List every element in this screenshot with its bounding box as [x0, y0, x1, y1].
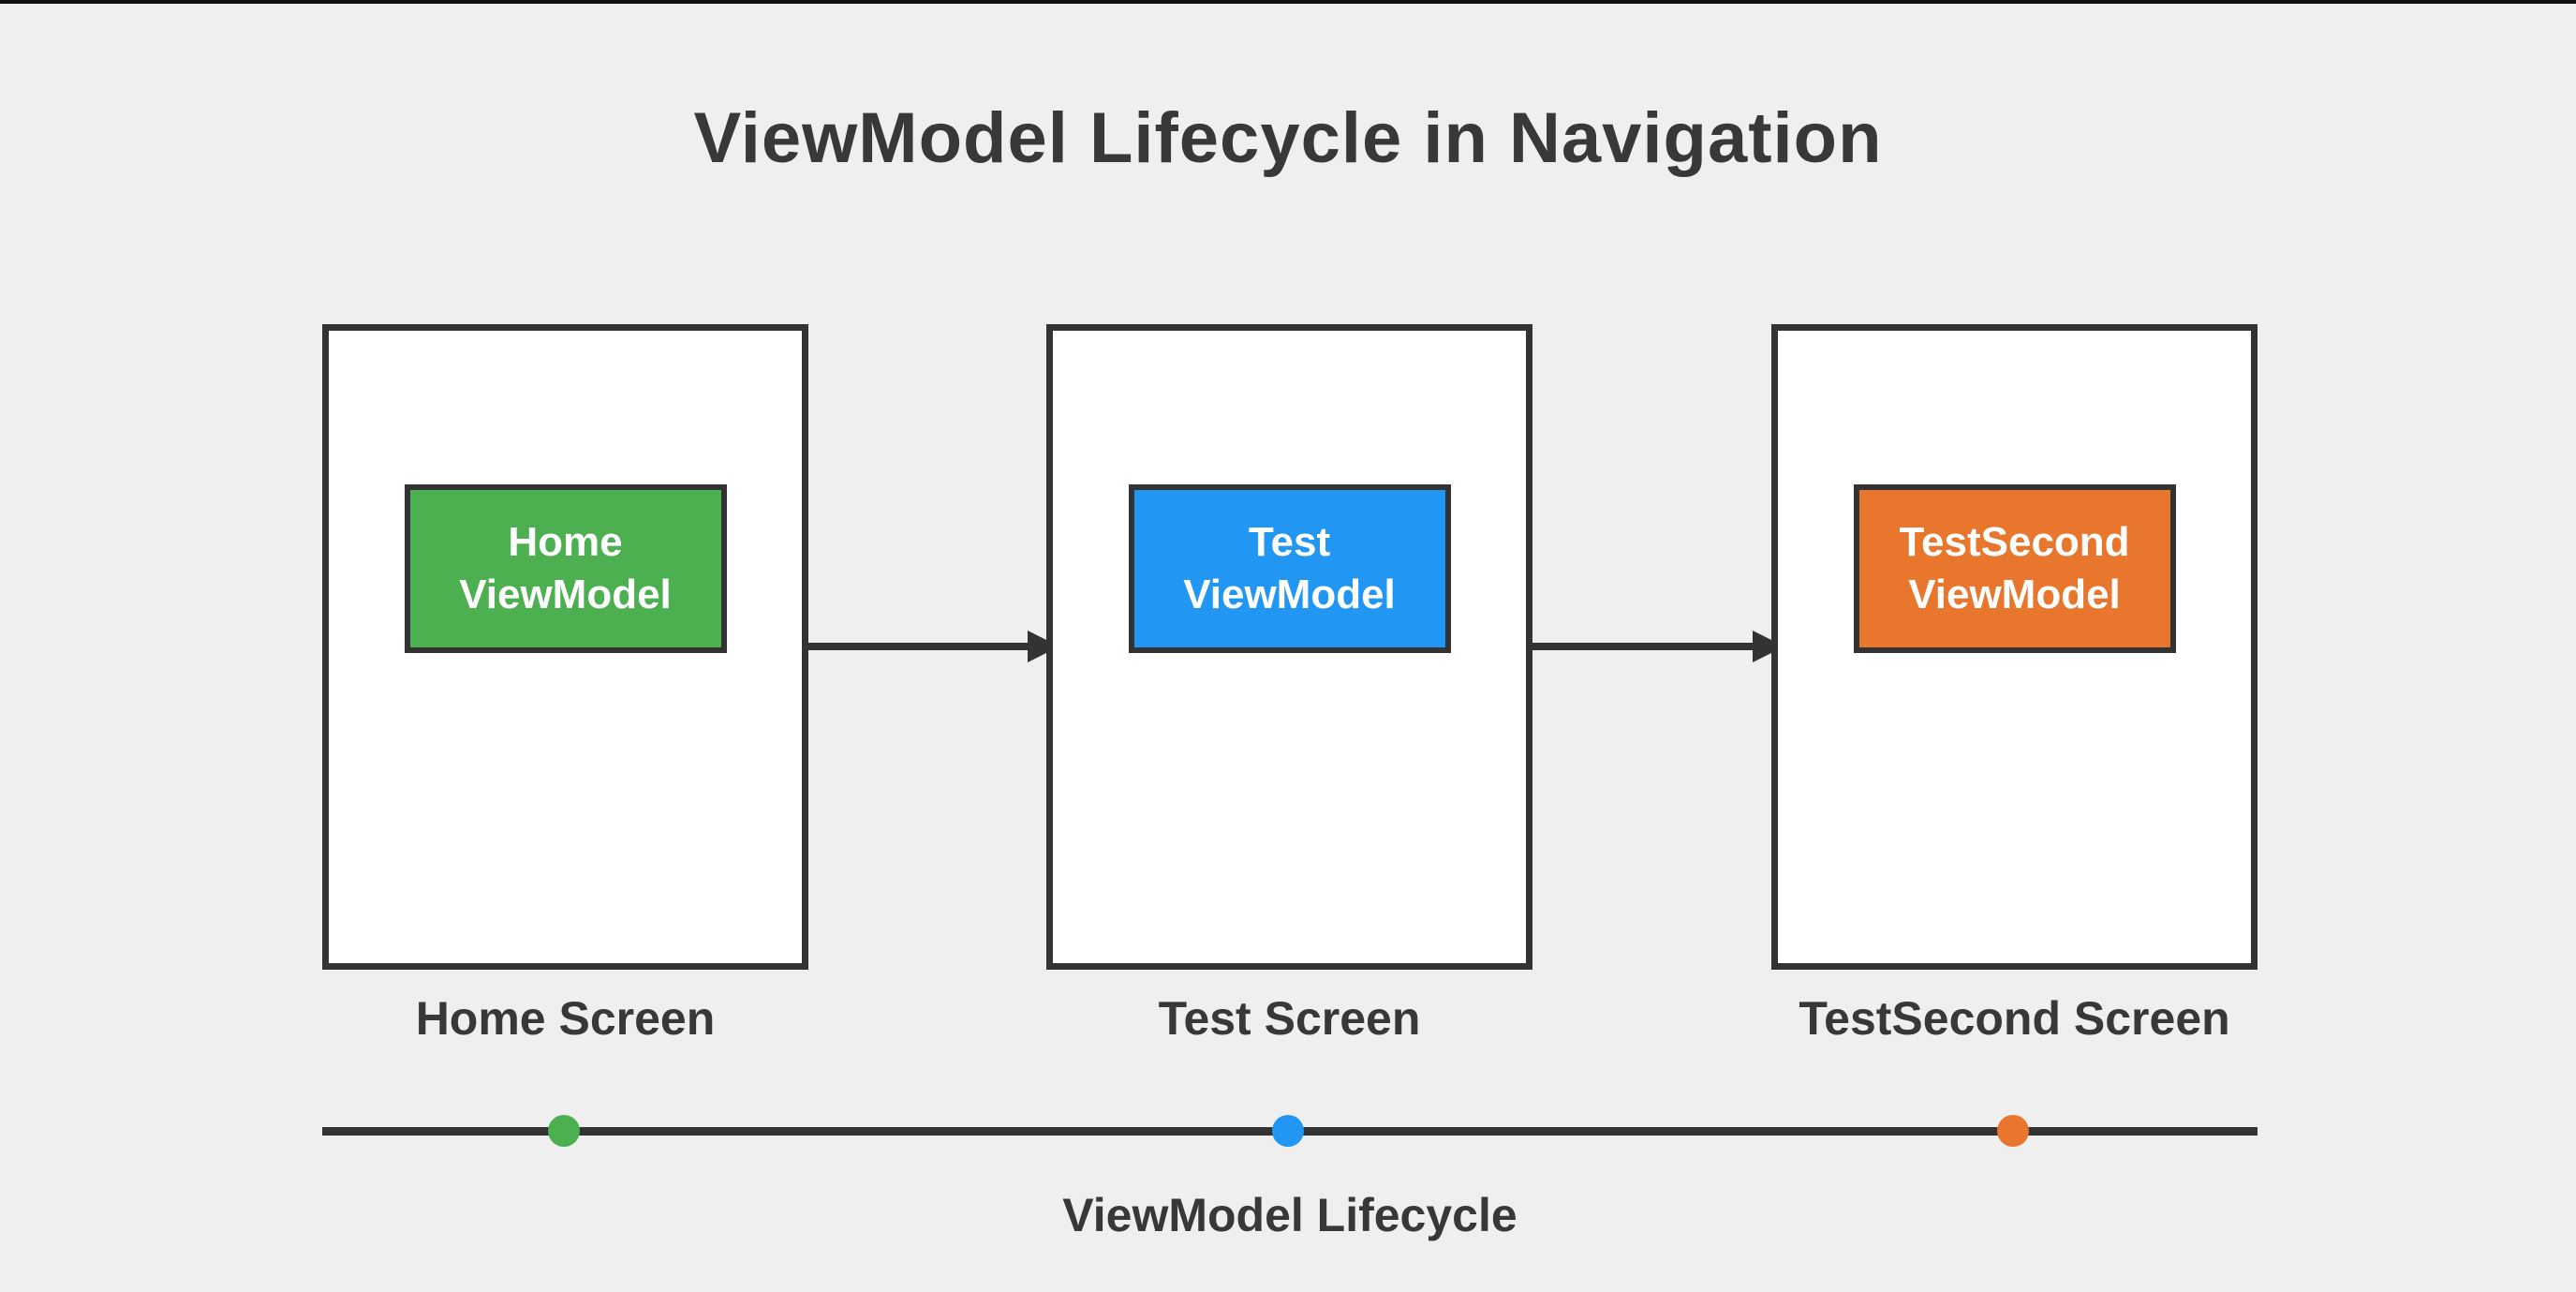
arrow-line	[808, 643, 1035, 650]
timeline-dot-testsecond	[1997, 1115, 2029, 1147]
viewmodel-box-home: Home ViewModel	[404, 484, 727, 653]
screen-label-test: Test Screen	[1158, 992, 1421, 1045]
screen-box-test: Test ViewModel	[1046, 324, 1532, 970]
timeline-dot-test	[1272, 1115, 1304, 1147]
timeline-dot-home	[548, 1115, 580, 1147]
viewmodel-name-line2: ViewModel	[459, 572, 672, 617]
navigation-arrow-home-to-test	[808, 631, 1059, 662]
viewmodel-box-testsecond: TestSecond ViewModel	[1853, 484, 2176, 653]
top-border-bar	[0, 0, 2576, 4]
timeline-label: ViewModel Lifecycle	[1062, 1189, 1517, 1241]
viewmodel-name-line1: Test	[1248, 518, 1331, 565]
screen-box-home: Home ViewModel	[322, 324, 808, 970]
screen-label-testsecond: TestSecond Screen	[1799, 992, 2230, 1045]
screen-box-testsecond: TestSecond ViewModel	[1771, 324, 2258, 970]
arrow-line	[1532, 643, 1760, 650]
viewmodel-name-line1: TestSecond	[1899, 518, 2130, 565]
diagram-title: ViewModel Lifecycle in Navigation	[693, 98, 1883, 178]
screen-label-home: Home Screen	[415, 992, 716, 1045]
viewmodel-box-test: Test ViewModel	[1128, 484, 1451, 653]
navigation-arrow-test-to-testsecond	[1532, 631, 1784, 662]
viewmodel-name-line2: ViewModel	[1908, 572, 2121, 617]
viewmodel-name-line1: Home	[508, 518, 623, 565]
viewmodel-name-line2: ViewModel	[1183, 572, 1396, 617]
